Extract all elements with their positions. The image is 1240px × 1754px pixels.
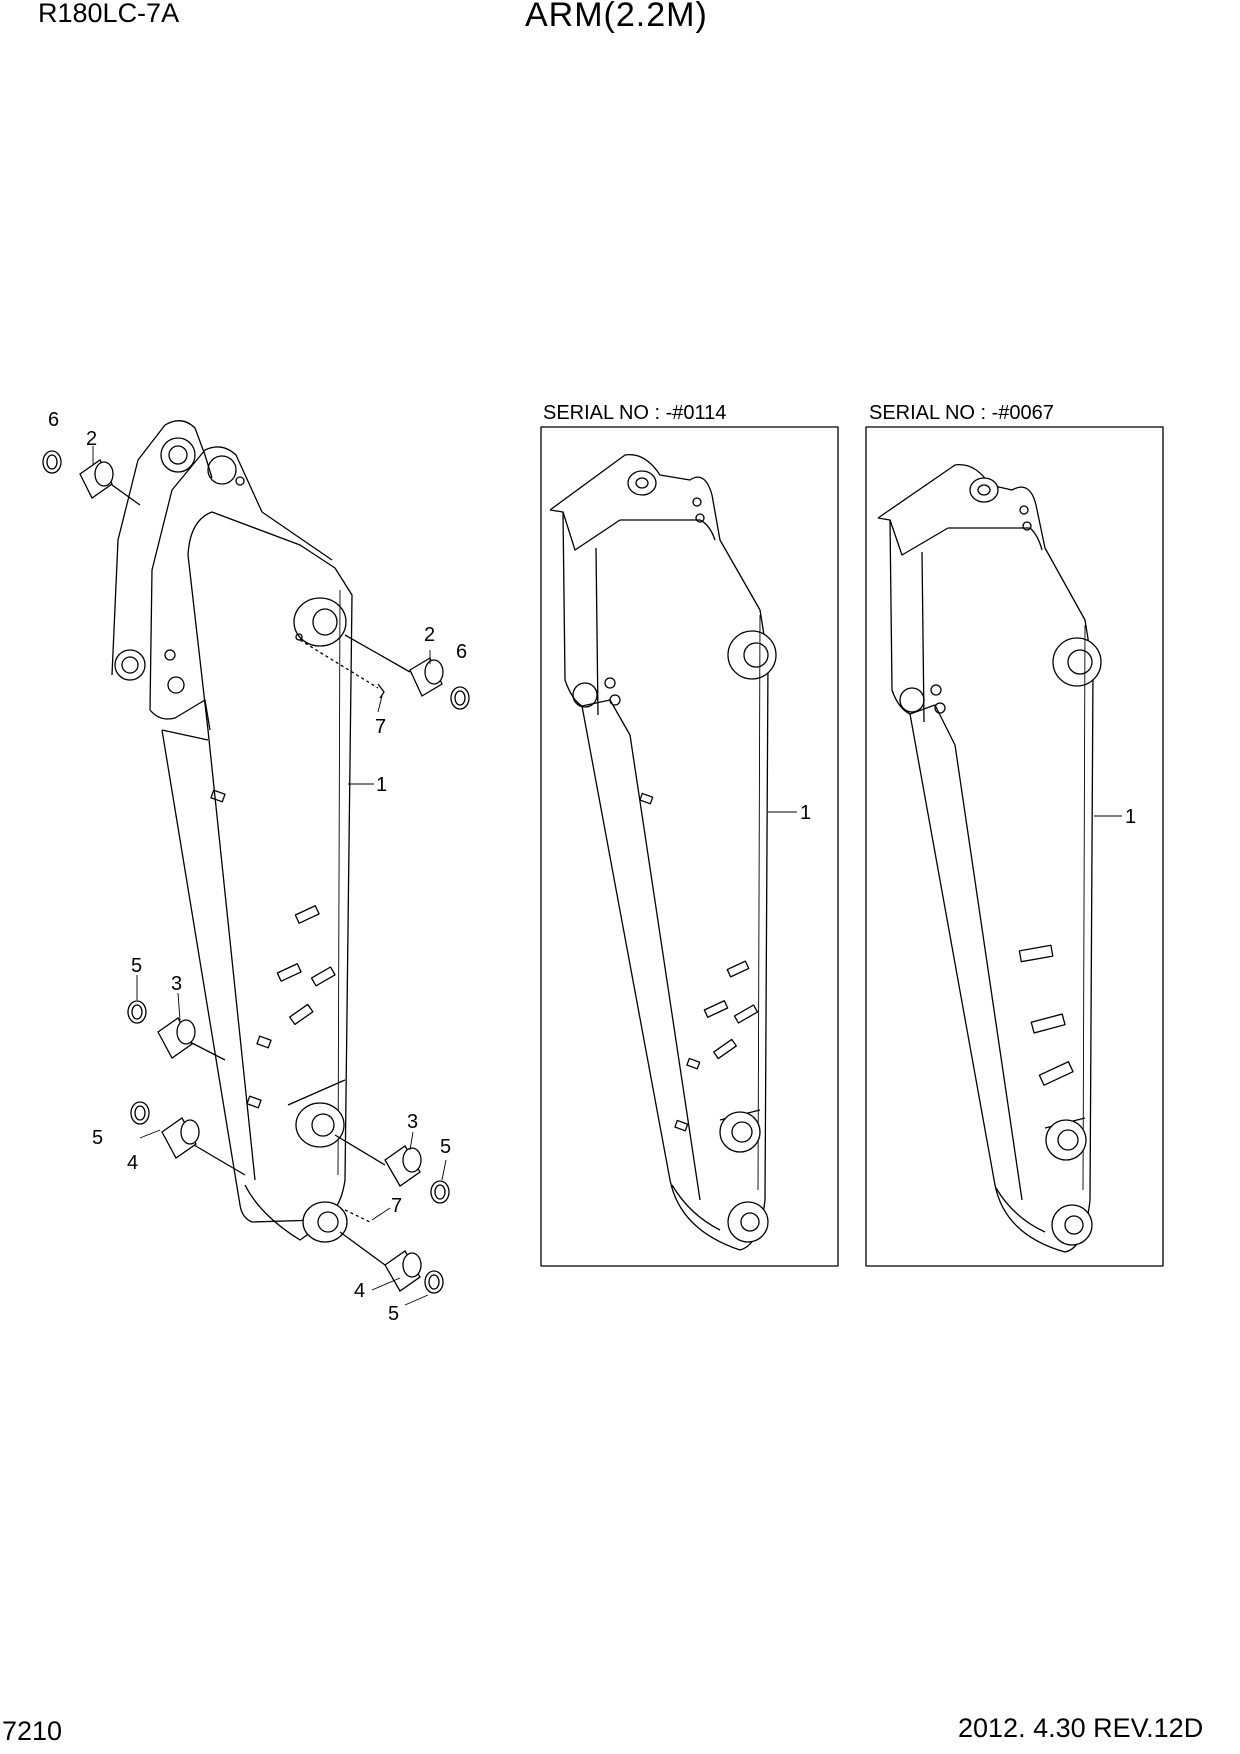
callout-bushing: 4 <box>354 1280 365 1302</box>
callout-leaders <box>92 446 447 1306</box>
variant-serial-caption: SERIAL NO : -#0067 <box>869 402 1054 424</box>
callout-bushing: 2 <box>424 624 435 646</box>
variant-serial-caption: SERIAL NO : -#0114 <box>543 402 727 424</box>
callout-pin: 7 <box>391 1195 402 1217</box>
shim-ring-icon <box>130 1101 150 1125</box>
shim-ring-icon <box>450 686 470 710</box>
shim-ring-icon <box>424 1270 444 1294</box>
callout-shim: 6 <box>456 641 467 663</box>
callout-shim: 5 <box>388 1303 399 1325</box>
revision-date: 2012. 4.30 REV.12D <box>958 1713 1204 1743</box>
bushing-icon <box>157 1017 193 1059</box>
callout-bushing: 4 <box>127 1152 138 1174</box>
callout-shim: 5 <box>440 1136 451 1158</box>
main-callouts: 6 2 2 6 7 1 5 3 5 4 3 5 7 4 5 <box>48 409 467 1325</box>
page-title: ARM(2.2M) <box>525 0 708 34</box>
variant-arm-0114: 1 <box>540 426 839 1267</box>
bushing-icon <box>384 1145 421 1187</box>
main-arm-assembly <box>111 420 353 1243</box>
callout-shim: 6 <box>48 409 59 431</box>
variant-callout: 1 <box>800 802 811 824</box>
shim-ring-icon <box>430 1180 450 1204</box>
variant-callout: 1 <box>1125 806 1136 828</box>
callout-bushing: 2 <box>86 428 97 450</box>
loose-parts <box>42 450 470 1294</box>
callout-shim: 5 <box>131 955 142 977</box>
shim-ring-icon <box>127 1000 147 1024</box>
callout-pin: 7 <box>375 716 386 738</box>
model-number: R180LC-7A <box>38 0 180 28</box>
bushing-icon <box>161 1117 197 1159</box>
callout-shim: 5 <box>92 1127 103 1149</box>
bushing-icon <box>384 1250 421 1292</box>
variant-arm-0067: 1 <box>865 426 1164 1267</box>
variant-frame <box>865 426 1164 1267</box>
shim-ring-icon <box>42 450 62 474</box>
callout-bushing: 3 <box>171 973 182 995</box>
callout-arm: 1 <box>376 774 387 796</box>
page-number: 7210 <box>2 1716 63 1746</box>
callout-bushing: 3 <box>407 1111 418 1133</box>
variant-frame <box>540 426 839 1267</box>
